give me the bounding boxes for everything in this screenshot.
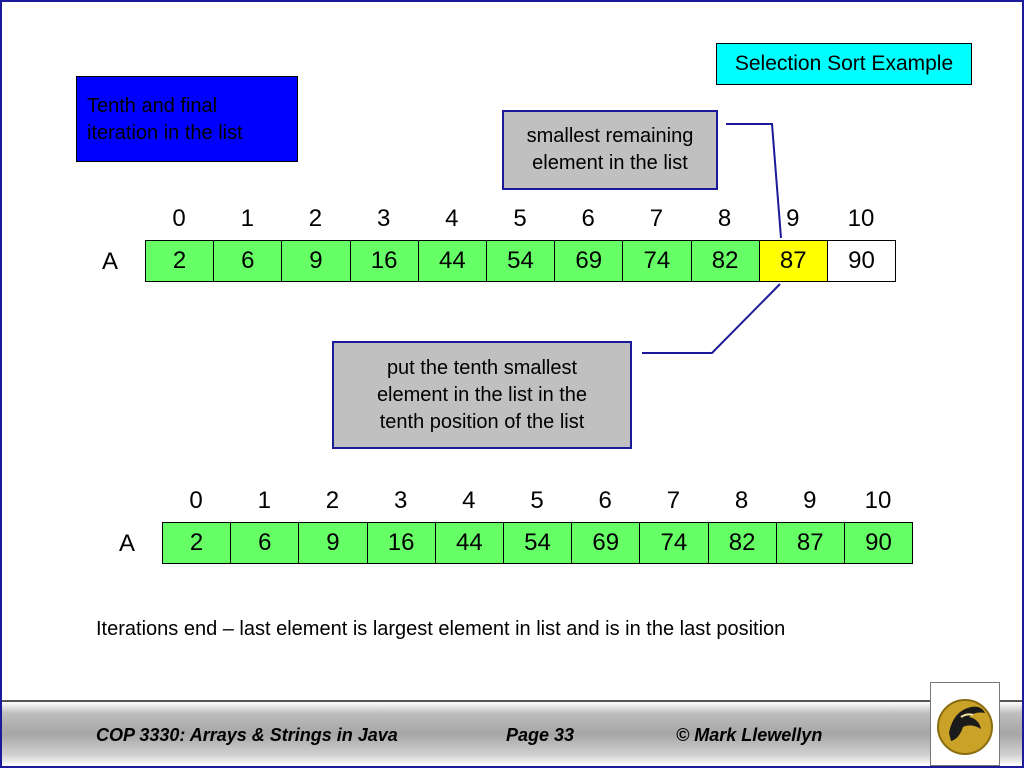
array-cell: 82	[708, 523, 777, 563]
footer-page: Page 33	[506, 725, 575, 745]
array-index: 8	[734, 487, 749, 514]
array-label-before: A	[102, 248, 119, 275]
array-index: 0	[189, 487, 203, 514]
logo-frame	[930, 682, 1000, 766]
array-index: 8	[717, 205, 732, 232]
array-index: 5	[513, 205, 527, 232]
array-index: 4	[445, 205, 459, 232]
array-cell: 6	[214, 241, 283, 281]
array-index: 10	[847, 205, 875, 232]
array-cell: 69	[572, 523, 641, 563]
array-cell: 74	[623, 241, 692, 281]
array-index: 7	[649, 205, 664, 232]
array-index: 2	[308, 205, 323, 232]
callout-tenth-position-text: put the tenth smallest element in the li…	[376, 356, 588, 433]
array-cell: 74	[640, 523, 709, 563]
array-index: 3	[393, 487, 408, 514]
array-cell: 16	[350, 241, 419, 281]
callout-tenth-position: put the tenth smallest element in the li…	[332, 341, 632, 449]
array-cell: 9	[282, 241, 351, 281]
array-cell: 69	[555, 241, 624, 281]
array-cell: 16	[367, 523, 436, 563]
array-cell: 90	[844, 523, 913, 563]
array-index: 0	[172, 205, 186, 232]
array-cell: 2	[163, 523, 232, 563]
iteration-note: Tenth and final iteration in the list	[76, 76, 298, 162]
index-row-before: 0 1 2 3 4 5 6 7 8 9 10	[145, 205, 895, 233]
footer-author: © Mark Llewellyn	[676, 725, 823, 745]
callout-smallest-remaining: smallest remaining element in the list	[502, 110, 718, 190]
connector-top	[726, 123, 782, 239]
array-label-after: A	[119, 530, 136, 557]
footer-band	[2, 700, 1022, 766]
slide-title: Selection Sort Example	[716, 43, 972, 85]
array-index: 1	[240, 205, 254, 232]
conclusion-text: Iterations end – last element is largest…	[96, 618, 786, 640]
array-index: 9	[803, 487, 817, 514]
array-index: 3	[376, 205, 391, 232]
pegasus-logo-icon	[937, 699, 993, 755]
index-row-after: 0 1 2 3 4 5 6 7 8 9 10	[162, 487, 912, 515]
array-cell: 9	[299, 523, 368, 563]
array-cell: 90	[827, 241, 896, 281]
array-index: 9	[786, 205, 800, 232]
array-index: 6	[598, 487, 612, 514]
array-index: 2	[325, 487, 340, 514]
array-cell: 44	[418, 241, 487, 281]
array-index: 6	[581, 205, 595, 232]
array-cell: 44	[435, 523, 504, 563]
array-cell: 87	[759, 241, 828, 281]
array-cell: 54	[503, 523, 573, 563]
array-cell: 2	[146, 241, 215, 281]
array-index: 7	[666, 487, 681, 514]
array-cell: 6	[231, 523, 300, 563]
array-index: 10	[864, 487, 892, 514]
array-cell: 82	[691, 241, 760, 281]
callout-smallest-remaining-text: smallest remaining element in the list	[526, 125, 694, 174]
array-index: 4	[462, 487, 476, 514]
array-index: 1	[257, 487, 271, 514]
footer-course: COP 3330: Arrays & Strings in Java	[96, 725, 398, 745]
array-cell: 87	[776, 523, 845, 563]
connector-bottom	[642, 283, 781, 354]
slide-title-text: Selection Sort Example	[734, 52, 954, 75]
array-cell: 54	[486, 241, 556, 281]
array-index: 5	[530, 487, 544, 514]
